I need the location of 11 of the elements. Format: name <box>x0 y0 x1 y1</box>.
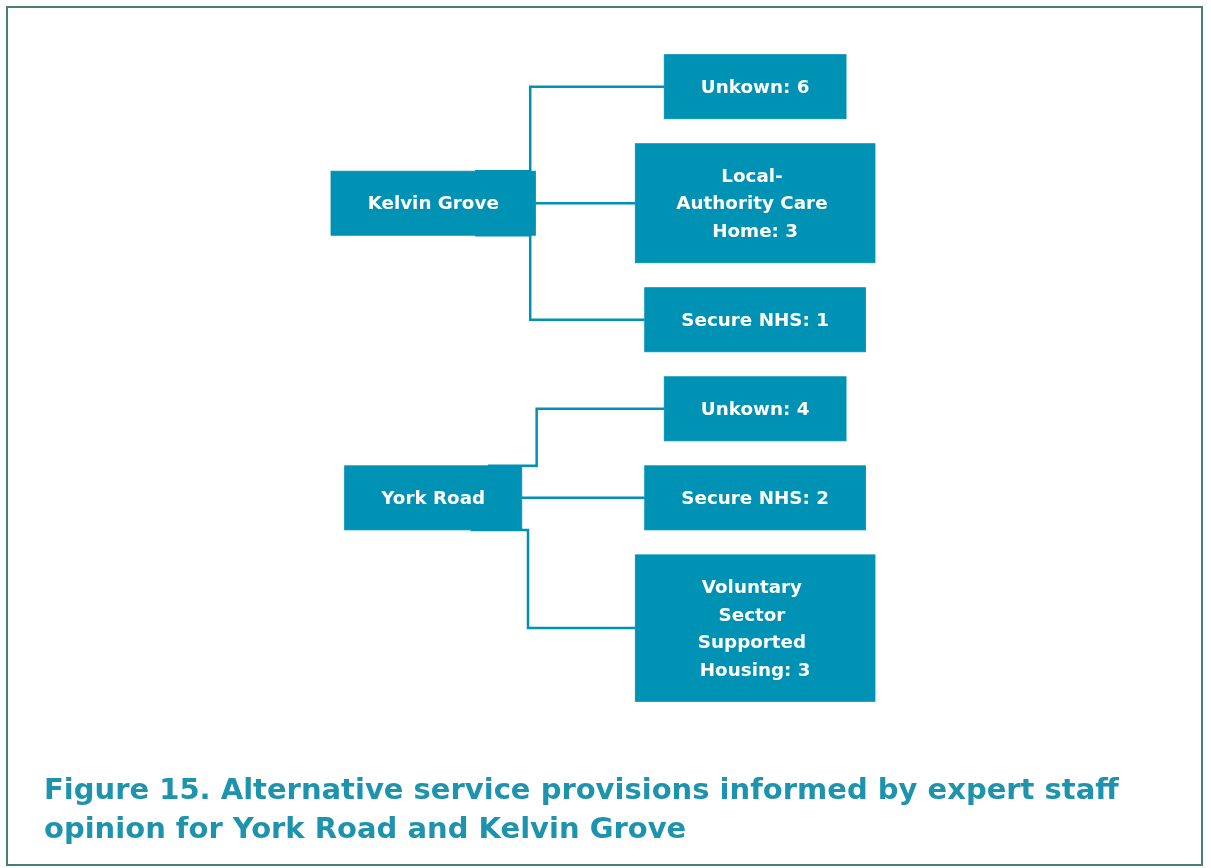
node-box: Unkown: 4 <box>663 376 847 442</box>
node-box: Voluntary Sector Supported Housing: 3 <box>634 554 876 702</box>
figure-caption: Figure 15. Alternative service provisions informed by expert staff opinion for York Road and Kelvin Grove <box>44 771 1120 848</box>
node-box: Secure NHS: 1 <box>644 287 866 353</box>
connector <box>535 201 636 205</box>
node-box: Local- Authority Care Home: 3 <box>634 143 876 264</box>
node-box: Unkown: 6 <box>663 54 847 120</box>
node-box: York Road <box>344 465 523 531</box>
node-box: Kelvin Grove <box>330 170 536 236</box>
node-box: Secure NHS: 2 <box>644 465 866 531</box>
connector <box>521 496 645 500</box>
